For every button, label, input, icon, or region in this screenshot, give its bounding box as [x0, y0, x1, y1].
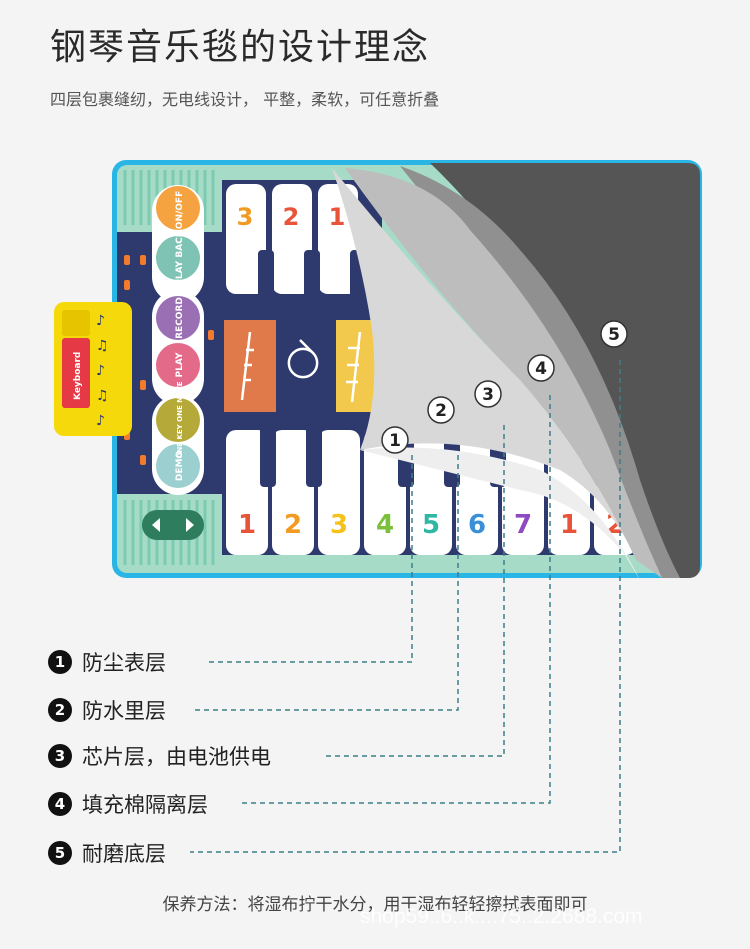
svg-text:♪: ♪: [96, 363, 105, 379]
one-key-button: [156, 398, 200, 442]
on-off-label: ON/OFF: [175, 191, 185, 229]
legend-text-4: 填充棉隔离层: [82, 793, 208, 817]
legend-text-3: 芯片层，由电池供电: [82, 745, 271, 769]
svg-text:5: 5: [608, 325, 620, 345]
volume-pill: [142, 510, 204, 540]
legend-row-3: 3 芯片层，由电池供电: [48, 741, 271, 771]
page-subtitle: 四层包裹缝纫，无电线设计， 平整，柔软，可任意折叠: [50, 90, 440, 109]
page-title: 钢琴音乐毯的设计理念: [50, 27, 431, 68]
legend-number-4: 4: [48, 792, 72, 816]
bottom-key-label-5: 5: [422, 510, 440, 540]
on-off-button: [156, 186, 200, 230]
recorder-icon: [240, 331, 254, 401]
instrument-guitar-tile: [276, 320, 336, 412]
svg-text:♫: ♫: [96, 388, 109, 404]
marker-2: 2: [427, 396, 455, 424]
record-label: RECORD: [175, 297, 185, 339]
legend-row-2: 2 防水里层: [48, 695, 166, 725]
guitar-icon: [287, 339, 319, 379]
top-key-label-1: 1: [329, 203, 346, 231]
legend-row-5: 5 耐磨底层: [48, 838, 166, 868]
demo-label: DEMO: [175, 451, 185, 482]
svg-text:1: 1: [389, 431, 401, 451]
bottom-layer: [430, 163, 700, 578]
legend-number-1: 1: [48, 650, 72, 674]
white-keys-top: [226, 184, 358, 294]
bottom-key-label-7: 7: [514, 510, 532, 540]
watermark: shop59..6..k....75..2.2688.com: [360, 905, 643, 928]
legend-row-1: 1 防尘表层: [48, 647, 166, 677]
demo-button: [156, 444, 200, 488]
top-key-label-2: 2: [283, 203, 300, 231]
svg-text:♪: ♪: [96, 313, 105, 329]
speaker-label-panel: [62, 338, 90, 408]
chip-layer: [345, 168, 662, 578]
marker-5: 5: [600, 320, 628, 348]
svg-text:3: 3: [482, 385, 494, 405]
bottom-key-label-4: 4: [376, 510, 394, 540]
volume-icon: [152, 518, 194, 532]
legend-row-4: 4 填充棉隔离层: [48, 789, 208, 819]
dustproof-layer: [360, 447, 640, 580]
svg-text:♫: ♫: [96, 338, 109, 354]
playback-label: PLAY BACK: [175, 229, 185, 286]
speaker-module-label: Keyboard: [73, 352, 83, 400]
record-button: [156, 296, 200, 340]
legend-text-2: 防水里层: [82, 699, 166, 723]
one-key-label: ONE KEY ONE NOTE: [176, 381, 184, 458]
play-label: PLAY: [175, 352, 185, 377]
bottom-key-label-8: 1: [560, 510, 578, 540]
playback-button: [156, 236, 200, 280]
care-instructions: 保养方法：将湿布拧干水分，用干湿布轻轻擦拭表面即可: [162, 895, 588, 915]
legend-number-2: 2: [48, 698, 72, 722]
leader-lines: [190, 360, 621, 853]
marker-1: 1: [381, 426, 409, 454]
legend-text-1: 防尘表层: [82, 651, 166, 675]
note-icons: ♪ ♫ ♪ ♫ ♪: [96, 313, 109, 429]
svg-text:♪: ♪: [96, 413, 105, 429]
svg-text:2: 2: [435, 401, 447, 421]
legend-number-3: 3: [48, 744, 72, 768]
bottom-key-label-6: 6: [468, 510, 486, 540]
bottom-key-label-3: 3: [330, 510, 348, 540]
legend-text-5: 耐磨底层: [82, 842, 166, 866]
marker-4: 4: [527, 354, 555, 382]
marker-3: 3: [474, 380, 502, 408]
top-key-label-3: 3: [237, 203, 254, 231]
clarinet-icon: [346, 331, 362, 403]
speaker-grille: [62, 310, 90, 336]
padding-layer: [400, 166, 680, 578]
play-button: [156, 343, 200, 387]
bottom-key-label-1: 1: [238, 510, 256, 540]
legend-number-5: 5: [48, 841, 72, 865]
bottom-key-label-2: 2: [284, 510, 302, 540]
waterproof-layer: [332, 168, 636, 560]
svg-text:4: 4: [535, 359, 547, 379]
